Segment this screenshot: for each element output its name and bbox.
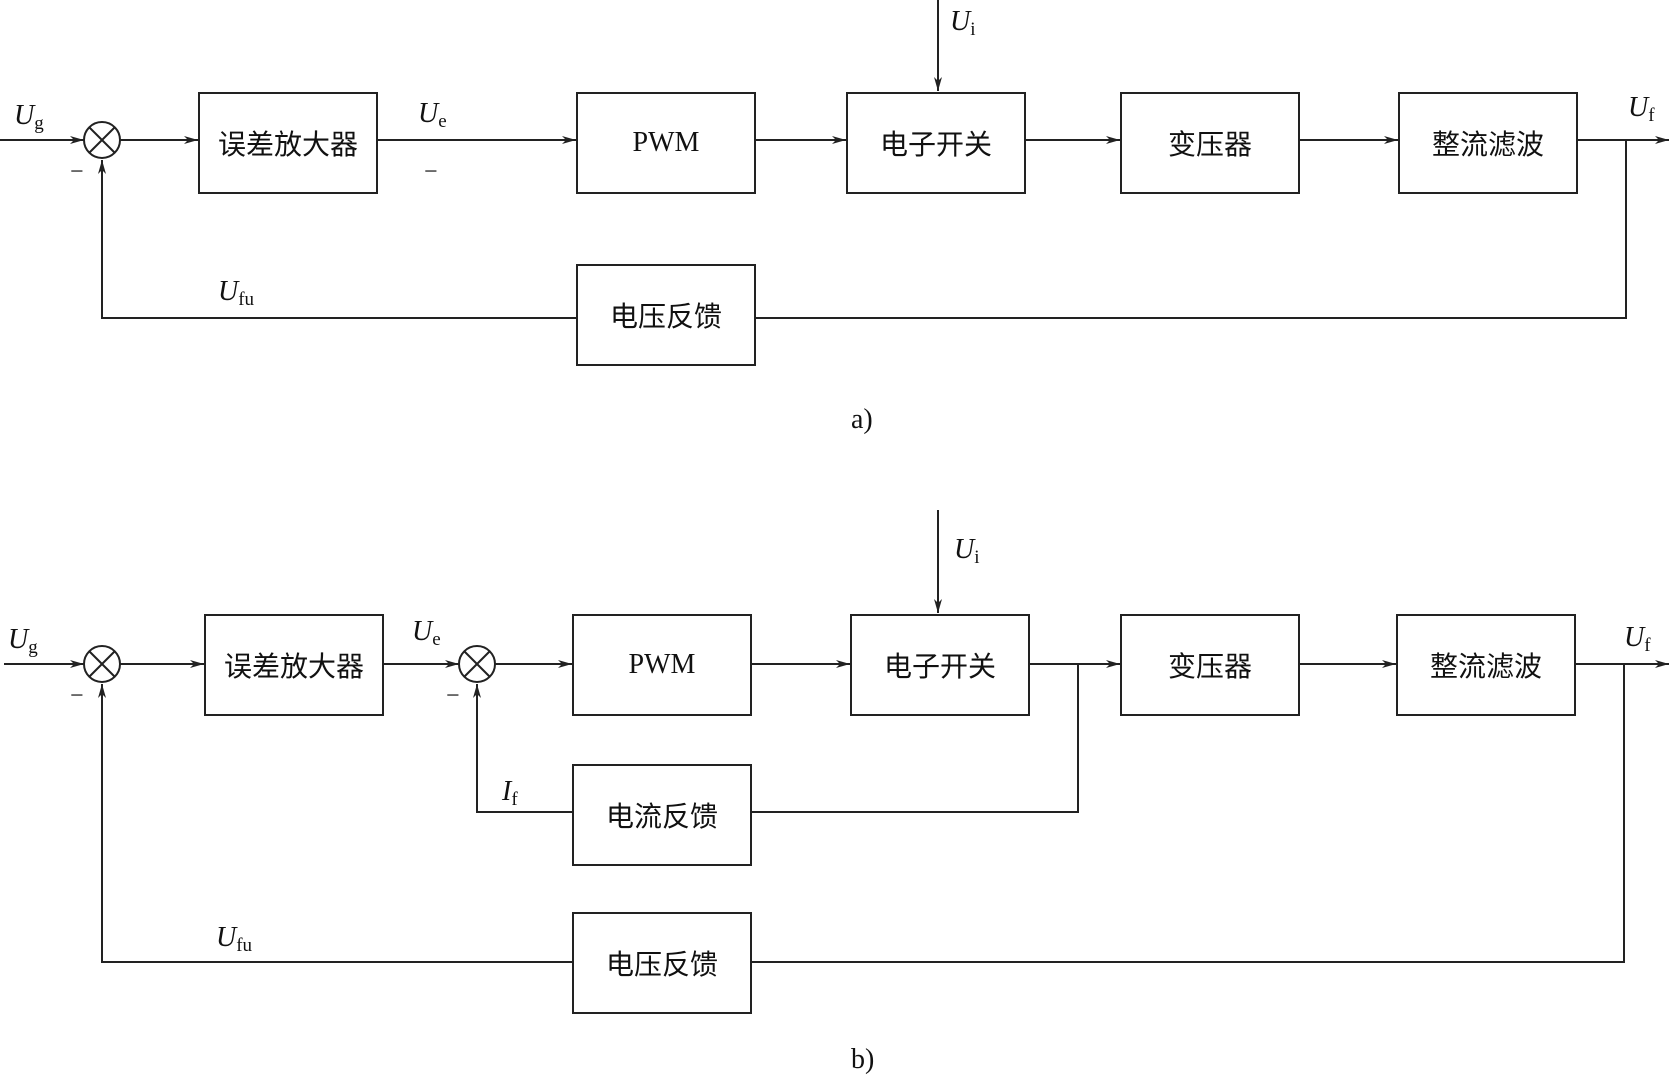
a-transformer-block: 变压器 bbox=[1120, 92, 1300, 194]
a-pwm-block: PWM bbox=[576, 92, 756, 194]
b-label-uf: Uf bbox=[1624, 622, 1651, 656]
a-summing-junction bbox=[83, 121, 121, 159]
b-rectifier-filter-block: 整流滤波 bbox=[1396, 614, 1576, 716]
a-line-feedback-to-sum bbox=[98, 160, 576, 319]
b-line-current-fb-to-sum2 bbox=[473, 684, 572, 813]
b-label-ug: Ug bbox=[8, 624, 38, 658]
a-label-ug: Ug bbox=[14, 100, 44, 134]
b-line-switch-to-current-fb bbox=[752, 664, 1079, 813]
b-pwm-block: PWM bbox=[572, 614, 752, 716]
a-line-output-to-feedback bbox=[756, 140, 1627, 319]
b-label-ufu: Ufu bbox=[216, 922, 253, 956]
b-current-feedback-block: 电流反馈 bbox=[572, 764, 752, 866]
b-caption: b) bbox=[851, 1044, 875, 1075]
b-electronic-switch-block: 电子开关 bbox=[850, 614, 1030, 716]
b-voltage-feedback-block: 电压反馈 bbox=[572, 912, 752, 1014]
b-error-amplifier-block: 误差放大器 bbox=[204, 614, 384, 716]
a-label-ufu: Ufu bbox=[218, 276, 255, 310]
a-sum-minus-sign: − bbox=[70, 159, 84, 185]
b-label-ue: Ue bbox=[412, 616, 441, 650]
b-line-output-to-voltage-fb bbox=[752, 664, 1625, 963]
b-sum2-minus-sign: − bbox=[446, 683, 460, 709]
a-caption: a) bbox=[851, 404, 873, 435]
a-ue-minus-sign: − bbox=[424, 159, 438, 185]
b-summing-junction-2 bbox=[458, 645, 496, 683]
a-label-ue: Ue bbox=[418, 98, 447, 132]
b-summing-junction-1 bbox=[83, 645, 121, 683]
b-line-voltage-fb-to-sum1 bbox=[98, 684, 572, 963]
a-rectifier-filter-block: 整流滤波 bbox=[1398, 92, 1578, 194]
a-electronic-switch-block: 电子开关 bbox=[846, 92, 1026, 194]
a-voltage-feedback-block: 电压反馈 bbox=[576, 264, 756, 366]
a-label-ui: Ui bbox=[950, 6, 976, 40]
b-sum1-minus-sign: − bbox=[70, 683, 84, 709]
a-label-uf: Uf bbox=[1628, 92, 1655, 126]
b-label-ui: Ui bbox=[954, 534, 980, 568]
a-error-amplifier-block: 误差放大器 bbox=[198, 92, 378, 194]
b-transformer-block: 变压器 bbox=[1120, 614, 1300, 716]
b-label-if: If bbox=[502, 776, 518, 810]
